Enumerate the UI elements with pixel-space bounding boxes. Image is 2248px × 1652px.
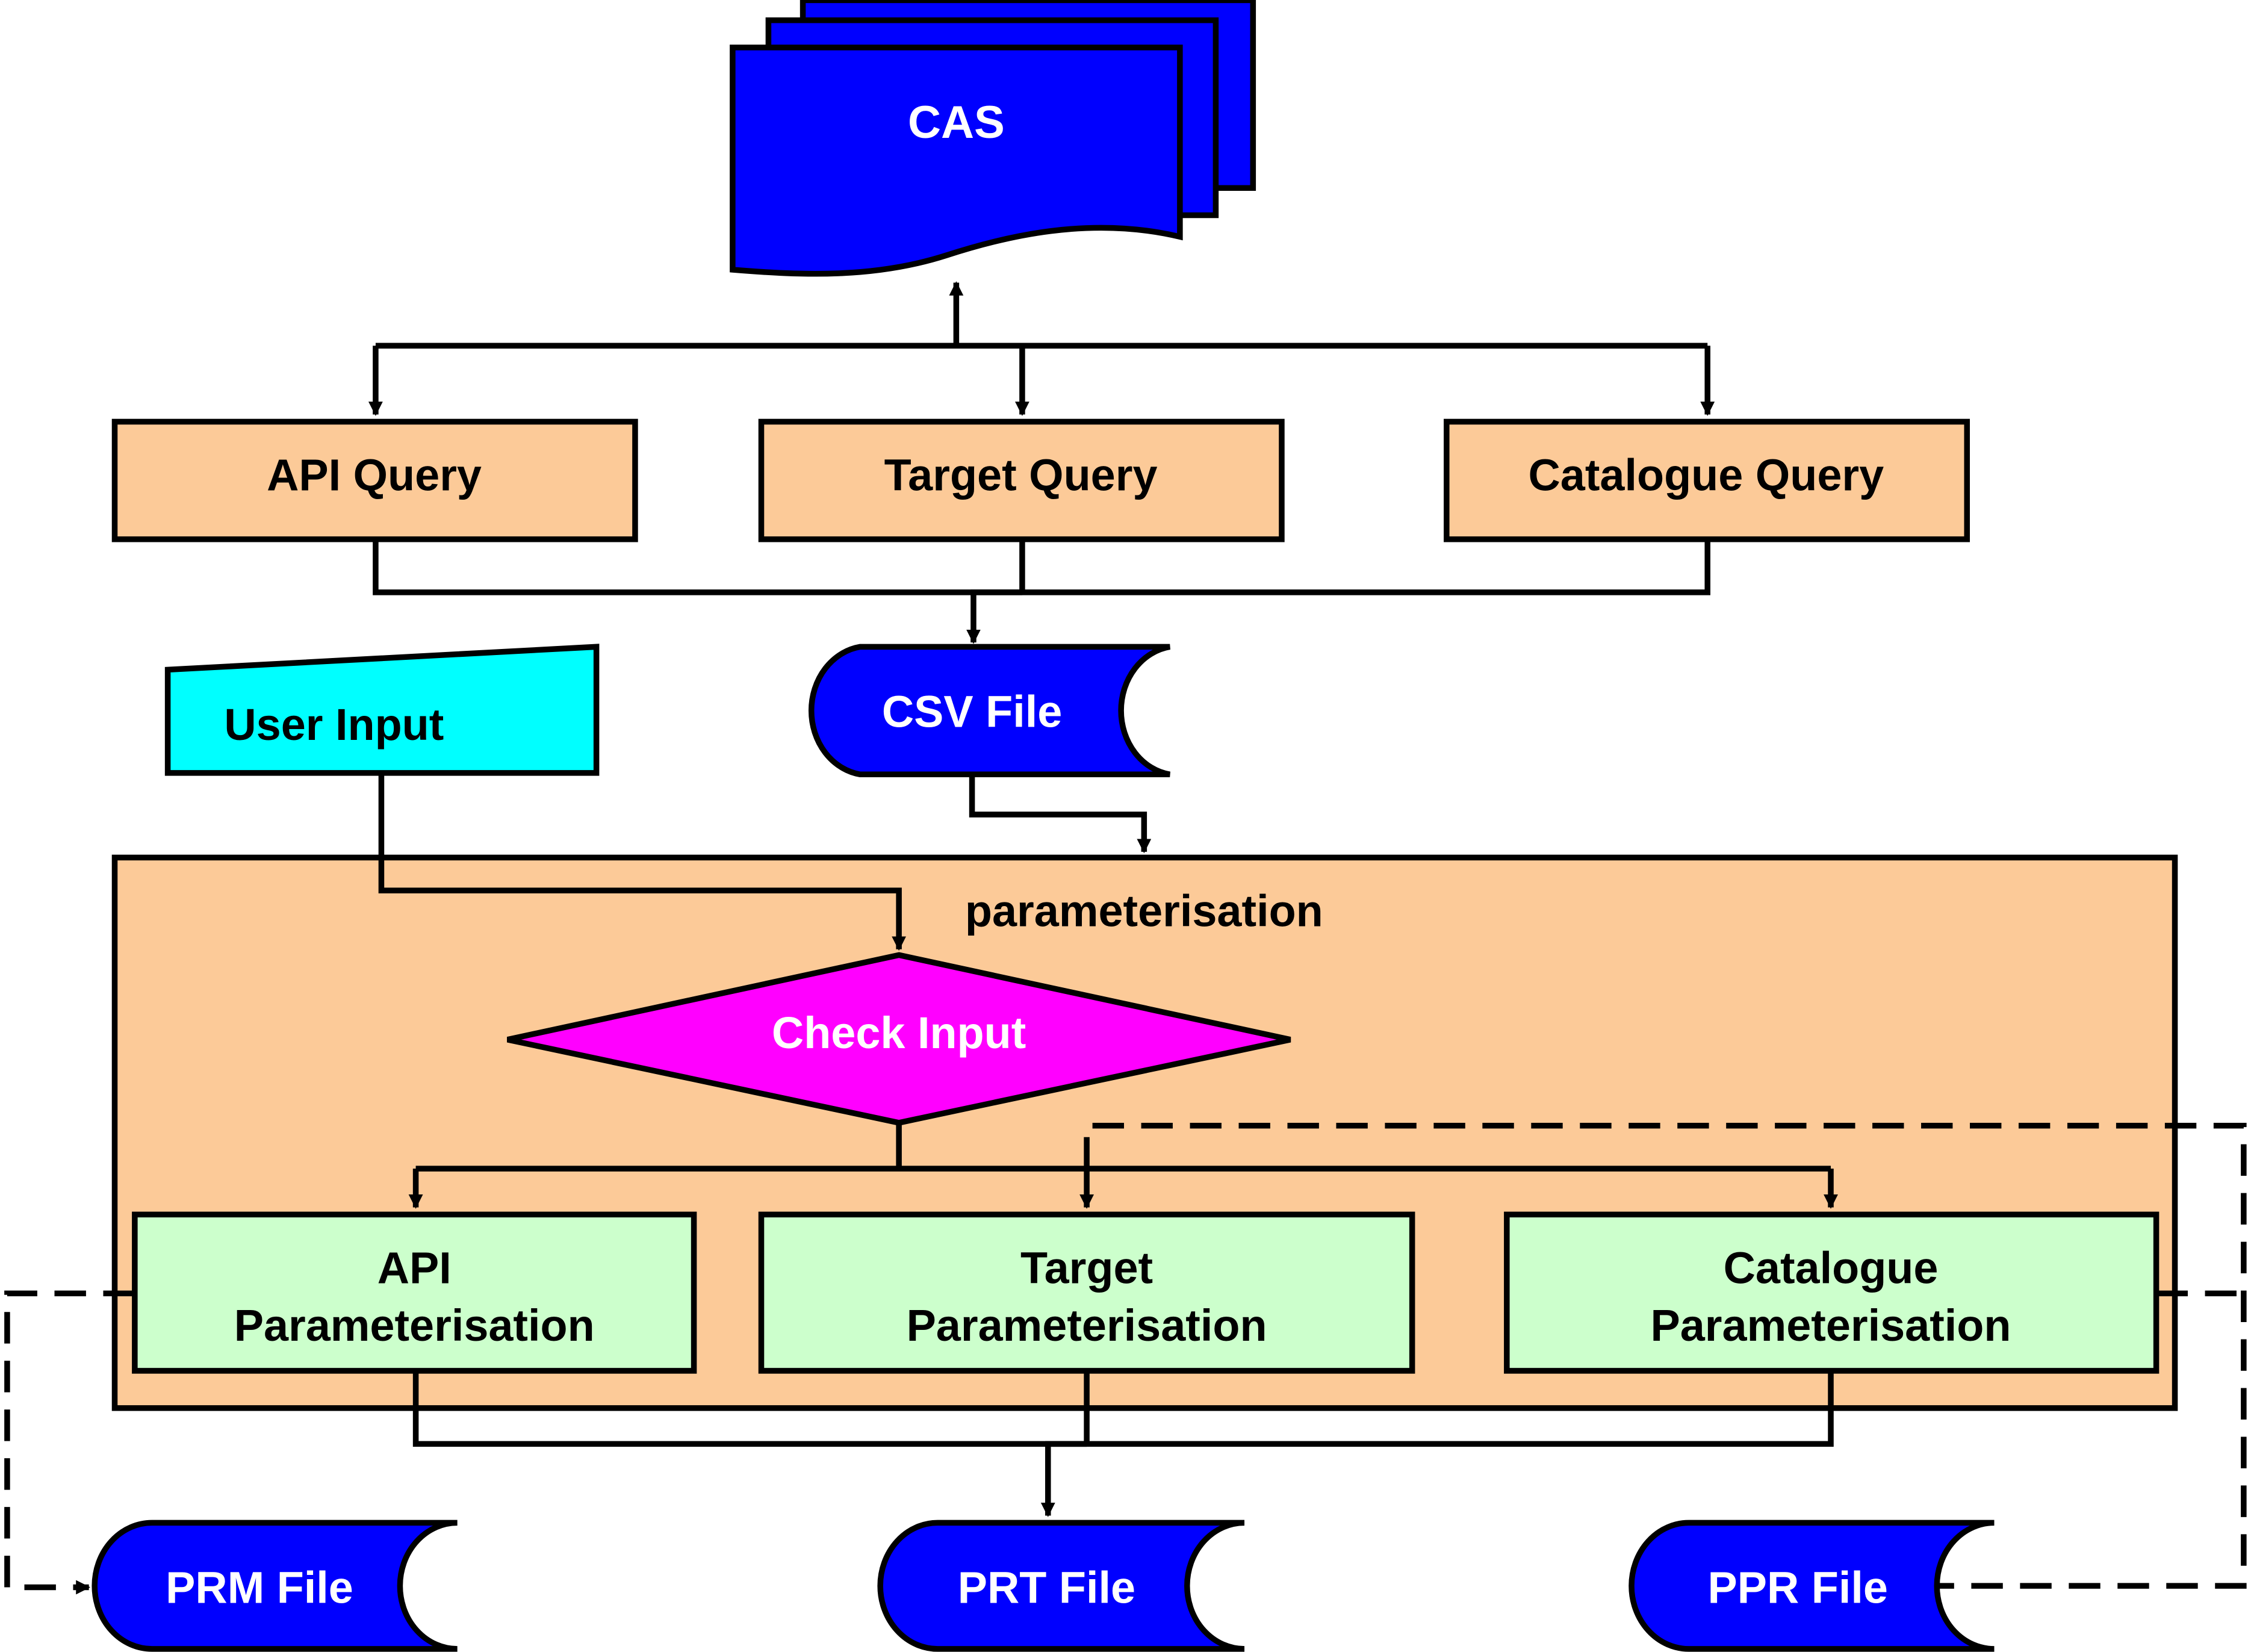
catalogue-param-line2: Parameterisation bbox=[1651, 1300, 2011, 1350]
prm-file-label: PRM File bbox=[166, 1563, 353, 1613]
prm-file-storage: PRM File bbox=[92, 1520, 458, 1652]
user-input-label: User Input bbox=[224, 700, 444, 750]
api-query-label: API Query bbox=[267, 450, 482, 500]
csv-file-storage: CSV File bbox=[808, 644, 1171, 778]
cas-connectors bbox=[368, 281, 1715, 416]
api-param-line1: API bbox=[377, 1243, 452, 1293]
csv-to-container-arrow bbox=[969, 774, 1152, 854]
merge-to-prt-arrow bbox=[1040, 1441, 1087, 1517]
param-merge-bus bbox=[412, 1370, 1834, 1447]
dashed-feedback-line bbox=[1084, 1122, 2247, 1583]
decision-connectors bbox=[408, 1122, 1838, 1209]
prt-file-storage: PRT File bbox=[877, 1520, 1245, 1652]
merge-to-csv-arrow bbox=[966, 589, 1022, 644]
target-parameterisation-box: Target Parameterisation bbox=[758, 1211, 1415, 1374]
query-merge-bus bbox=[373, 539, 1710, 595]
api-param-to-prm-dashed bbox=[4, 1290, 135, 1595]
catalogue-query-label: Catalogue Query bbox=[1529, 450, 1884, 500]
input-connectors bbox=[378, 772, 1152, 951]
target-param-line1: Target bbox=[1020, 1243, 1153, 1293]
catalogue-parameterisation-box: Catalogue Parameterisation bbox=[1504, 1211, 2160, 1374]
user-input-shape: User Input bbox=[164, 644, 600, 776]
cas-doc-front bbox=[730, 45, 1183, 277]
cas-document-stack: CAS bbox=[730, 0, 1256, 277]
ppr-file-label: PPR File bbox=[1708, 1563, 1888, 1613]
target-query-box: Target Query bbox=[758, 418, 1285, 542]
catalogue-param-line1: Catalogue bbox=[1724, 1243, 1939, 1293]
dashed-file-connectors bbox=[4, 1290, 2247, 1595]
api-param-line2: Parameterisation bbox=[234, 1300, 595, 1350]
feedback-to-ppr-dashed bbox=[1915, 1579, 2247, 1594]
target-param-line2: Parameterisation bbox=[907, 1300, 1267, 1350]
api-parameterisation-box: API Parameterisation bbox=[132, 1211, 697, 1374]
target-query-label: Target Query bbox=[884, 450, 1158, 500]
catalogue-query-box: Catalogue Query bbox=[1444, 418, 1970, 542]
check-input-decision: Check Input bbox=[507, 952, 1291, 1126]
check-input-label: Check Input bbox=[772, 1008, 1026, 1058]
parameterisation-label: parameterisation bbox=[965, 886, 1323, 936]
cas-label: CAS bbox=[908, 97, 1005, 148]
user-input-to-check-arrow bbox=[378, 772, 907, 951]
param-output-connectors bbox=[412, 1370, 1834, 1517]
prt-file-label: PRT File bbox=[958, 1563, 1135, 1613]
api-query-box: API Query bbox=[111, 418, 638, 542]
csv-file-label: CSV File bbox=[882, 687, 1062, 737]
ppr-file-storage: PPR File bbox=[1629, 1520, 1995, 1652]
query-merge-connectors bbox=[373, 539, 1710, 644]
